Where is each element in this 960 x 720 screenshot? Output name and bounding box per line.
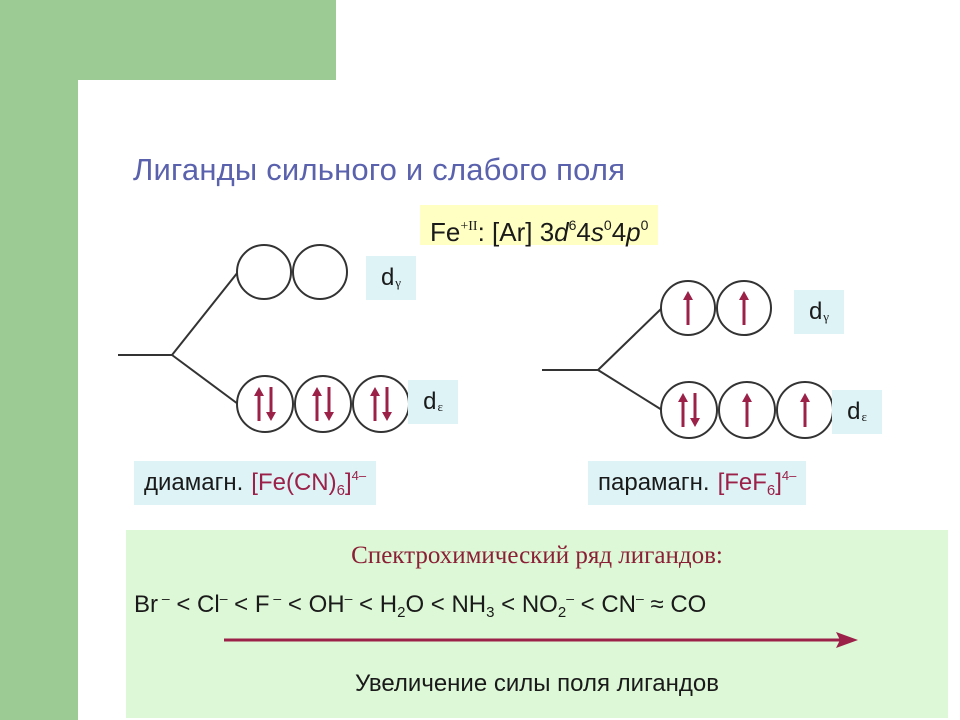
left-upper-orbitals <box>236 244 348 300</box>
electron-configuration: Fe+II: [Ar] 3d64s04p0 <box>420 205 659 247</box>
right-upper-orbital <box>660 280 716 336</box>
right-upper-orbital <box>716 280 772 336</box>
decor-green-left <box>0 0 78 720</box>
left-lower-orbital <box>236 375 294 433</box>
left-lower-orbital <box>352 375 410 433</box>
config-4p-n: 4 <box>611 217 627 247</box>
right-upper-branch <box>597 307 663 371</box>
left-lower-orbitals <box>236 375 410 433</box>
right-lower-orbital <box>660 381 718 439</box>
ligand-series: Br – < Cl– < F – < OH– < H2O < NH3 < NO2… <box>134 590 707 621</box>
electron-up-arrow <box>683 291 693 325</box>
right-upper-orbitals <box>660 280 772 336</box>
series-caption: Увеличение силы поля лигандов <box>354 670 720 697</box>
electron-up-arrow <box>370 387 380 421</box>
left-upper-branch <box>171 271 239 356</box>
spectrochemical-series-box: Спектрохимический ряд лигандов: Br – < C… <box>126 530 948 718</box>
left-lower-orbital <box>294 375 352 433</box>
paramagnetic-caption: парамагн. [FeF6]4– <box>588 461 807 505</box>
config-p: p <box>626 217 641 247</box>
electron-down-arrow <box>266 387 276 421</box>
config-s-count: 0 <box>603 217 612 233</box>
left-upper-orbital <box>236 244 292 300</box>
config-s: s <box>590 217 604 247</box>
electron-up-arrow <box>254 387 264 421</box>
left-lower-branch <box>171 354 239 405</box>
config-element: Fe <box>430 217 461 247</box>
series-title: Спектрохимический ряд лигандов: <box>351 542 723 569</box>
electron-up-arrow <box>739 291 749 325</box>
electron-up-arrow <box>678 393 688 427</box>
right-lower-orbital <box>718 381 776 439</box>
electron-down-arrow <box>382 387 392 421</box>
electron-up-arrow <box>800 393 810 427</box>
left-upper-orbital <box>292 244 348 300</box>
slide-title: Лиганды сильного и слабого поля <box>133 152 626 187</box>
electron-up-arrow <box>742 393 752 427</box>
config-4s-n: 4 <box>576 217 591 247</box>
paramagnetic-formula: [FeF6]4– <box>717 467 797 499</box>
field-strength-arrow <box>224 632 858 648</box>
right-lower-orbitals <box>660 381 834 439</box>
electron-down-arrow <box>324 387 334 421</box>
diamagnetic-caption: диамагн. [Fe(CN)6]4– <box>134 461 377 505</box>
config-core: : [Ar] 3 <box>477 217 555 247</box>
electron-up-arrow <box>312 387 322 421</box>
right-lower-orbital <box>776 381 834 439</box>
electron-down-arrow <box>690 393 700 427</box>
config-d: d <box>554 217 569 247</box>
right-lower-branch <box>597 369 663 411</box>
config-p-count: 0 <box>640 217 649 233</box>
config-d-count: 6 <box>568 217 577 233</box>
config-oxidation: +II <box>460 219 478 234</box>
diamagnetic-formula: [Fe(CN)6]4– <box>251 467 367 499</box>
